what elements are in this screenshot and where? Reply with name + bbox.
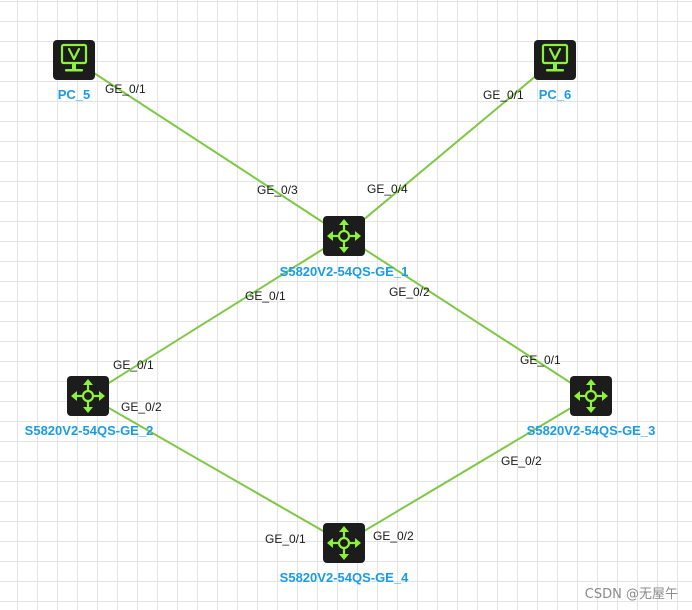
link-pc5-sw1[interactable]: [73, 59, 345, 237]
port-label: GE_0/4: [367, 182, 408, 196]
switch-icon[interactable]: [323, 523, 365, 563]
port-label: GE_0/1: [245, 289, 286, 303]
switch-icon[interactable]: [67, 376, 109, 416]
port-label: GE_0/1: [265, 532, 306, 546]
port-label: GE_0/2: [389, 285, 430, 299]
port-label: GE_0/1: [520, 353, 561, 367]
port-label: GE_0/1: [113, 358, 154, 372]
watermark: CSDN @无屋午: [584, 587, 678, 602]
switch-icon[interactable]: [570, 376, 612, 416]
device-label-sw4: S5820V2-54QS-GE_4: [279, 570, 409, 585]
port-label: GE_0/2: [501, 454, 542, 468]
link-sw1-sw3[interactable]: [343, 235, 592, 397]
device-label-sw3: S5820V2-54QS-GE_3: [526, 423, 656, 438]
link-sw2-sw4[interactable]: [87, 395, 345, 544]
port-label: GE_0/1: [483, 88, 524, 102]
switch-icon[interactable]: [323, 216, 365, 256]
port-label: GE_0/2: [121, 400, 162, 414]
links-layer: [73, 59, 592, 544]
port-label: GE_0/1: [105, 82, 146, 96]
monitor-icon[interactable]: [534, 40, 576, 80]
link-sw3-sw4[interactable]: [343, 395, 592, 544]
link-sw1-sw2[interactable]: [87, 235, 345, 397]
link-pc6-sw1[interactable]: [343, 59, 556, 237]
monitor-icon[interactable]: [53, 40, 95, 80]
device-label-pc6: PC_6: [538, 87, 572, 102]
nodes-layer: [53, 40, 612, 563]
device-label-pc5: PC_5: [57, 87, 91, 102]
device-label-sw1: S5820V2-54QS-GE_1: [279, 264, 409, 279]
device-label-sw2: S5820V2-54QS-GE_2: [24, 423, 154, 438]
port-label: GE_0/2: [373, 529, 414, 543]
port-label: GE_0/3: [257, 183, 298, 197]
